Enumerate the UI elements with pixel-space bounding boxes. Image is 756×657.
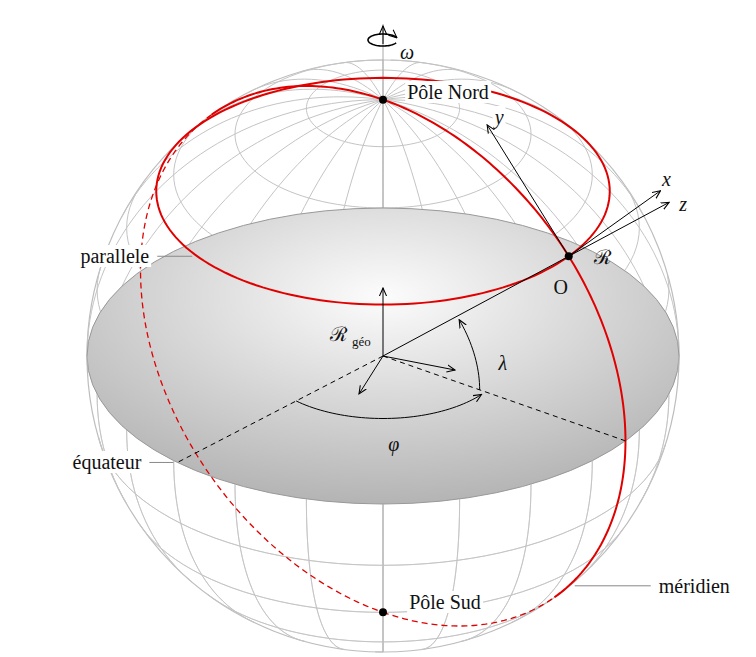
grid-meridian	[512, 461, 592, 623]
grid-parallel	[375, 651, 383, 652]
grid-meridian	[421, 499, 459, 650]
grid-meridian	[306, 499, 344, 650]
geo-axis	[383, 288, 384, 356]
grid-meridian	[174, 461, 254, 623]
latitude-arc	[459, 320, 479, 390]
local-axis	[569, 191, 661, 257]
frame-name: ℛ	[592, 246, 613, 268]
rotation-axis-arrow	[383, 26, 384, 44]
local-axis	[487, 125, 569, 256]
longitude-symbol: φ	[386, 433, 401, 455]
grid-meridian	[122, 97, 383, 217]
radius-line	[383, 256, 569, 356]
sphere-grid	[87, 24, 679, 652]
leader-line	[149, 462, 173, 463]
origin-label: O	[552, 276, 570, 298]
meridian-label: méridien	[657, 575, 732, 597]
polar-axis	[383, 24, 384, 652]
latitude-symbol: λ	[497, 352, 510, 374]
equator-disk	[87, 208, 679, 652]
grid-meridian	[574, 430, 640, 583]
meridian-circle	[212, 86, 626, 597]
rotation-symbol	[368, 34, 397, 46]
axis-name: y	[493, 106, 506, 128]
grid-meridian	[383, 504, 384, 652]
grid-parallel	[99, 437, 666, 565]
frame-name: ℛ	[328, 323, 349, 345]
angular-velocity: ω	[398, 41, 416, 63]
point-dot	[565, 252, 573, 260]
grid-meridian	[97, 394, 126, 502]
axis-name: x	[660, 168, 673, 190]
grid-meridian	[678, 356, 679, 365]
equator-plane	[87, 208, 679, 504]
grid-meridian	[235, 484, 305, 641]
geo-axis	[359, 356, 383, 394]
axis-name: z	[677, 193, 689, 215]
grid-meridian	[383, 97, 644, 217]
equator-label: équateur	[71, 451, 144, 473]
grid-meridian	[640, 394, 669, 502]
leader-line	[575, 585, 651, 586]
grid-parallel	[207, 594, 552, 642]
longitude-arc	[296, 394, 481, 418]
frame-subscript: géo	[350, 335, 373, 349]
sphere-lines	[141, 26, 670, 626]
meridian-hidden	[141, 115, 383, 613]
geo-axis	[383, 356, 455, 370]
pole-label: Pôle Sud	[407, 591, 483, 613]
parallel-label: parallele	[78, 245, 151, 267]
local-axis	[569, 202, 669, 256]
grid-parallel	[375, 651, 383, 652]
reference-line	[177, 356, 383, 462]
pole-label: Pôle Nord	[405, 81, 491, 103]
leader-line	[157, 256, 192, 257]
point-dot	[379, 96, 387, 104]
grid-meridian	[87, 356, 88, 365]
point-dot	[379, 608, 387, 616]
grid-parallel	[207, 594, 552, 642]
